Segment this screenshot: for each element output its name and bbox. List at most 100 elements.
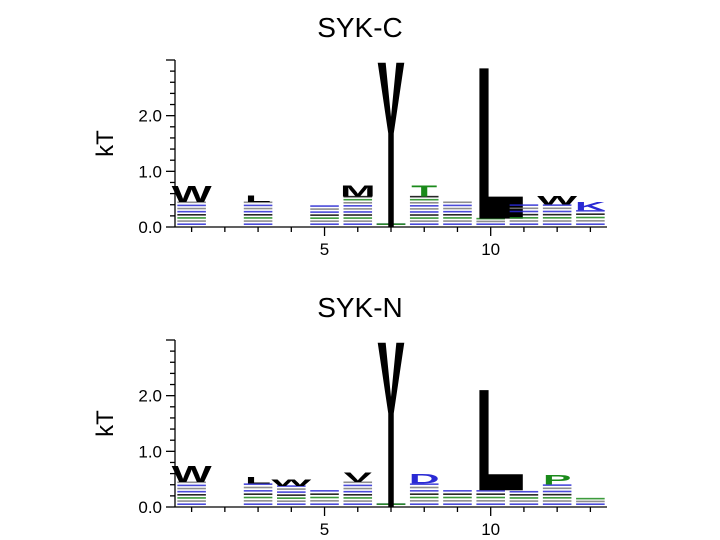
y-tick-label: 0.0 (138, 218, 162, 237)
residue-stroke (542, 217, 572, 219)
residue-stroke (277, 491, 306, 493)
residue-stroke (343, 217, 373, 219)
residue-stroke (542, 497, 572, 499)
logo-column: L (243, 475, 273, 505)
logo-column: D (409, 471, 440, 505)
residue-stroke (409, 493, 439, 495)
residue-stroke (343, 484, 373, 487)
residue-letter-y (377, 342, 405, 507)
residue-stroke (409, 220, 439, 222)
residue-stroke (343, 223, 373, 225)
residue-stroke (443, 201, 472, 204)
logo-column: M (340, 182, 375, 225)
residue-stroke (343, 490, 373, 493)
y-axis-label: kT (92, 410, 119, 437)
residue-stroke (409, 483, 439, 485)
residue-stroke (542, 220, 572, 222)
residue-stroke (310, 223, 339, 225)
residue-stroke (343, 208, 373, 210)
x-tick-label: 5 (320, 520, 329, 539)
residue-stroke (177, 500, 206, 502)
logo-column (509, 204, 539, 225)
logo-column: W (537, 194, 578, 225)
residue-stroke (409, 503, 439, 505)
residue-stroke (476, 503, 505, 505)
residue-stroke (277, 488, 306, 490)
residue-stroke (243, 493, 273, 495)
residue-stroke (343, 201, 373, 204)
residue-stroke (343, 211, 373, 213)
residue-stroke (343, 220, 373, 222)
logo-column (310, 205, 339, 225)
residue-stroke (476, 496, 505, 499)
residue-stroke (509, 490, 539, 493)
residue-stroke (443, 214, 472, 216)
residue-stroke (177, 210, 206, 213)
logo-column (476, 390, 523, 505)
logo-column (509, 490, 539, 505)
residue-stroke (443, 503, 472, 505)
residue-stroke (177, 497, 206, 499)
x-tick-label: 10 (481, 520, 500, 539)
residue-stroke (409, 486, 439, 489)
logo-column (376, 62, 406, 228)
residue-stroke (476, 223, 505, 225)
logo-column (443, 490, 472, 505)
residue-stroke (243, 204, 273, 207)
residue-letter-y (377, 62, 405, 228)
y-tick-label: 1.0 (138, 442, 162, 461)
residue-stroke (243, 496, 273, 499)
residue-letter: K (575, 200, 606, 213)
residue-stroke (277, 494, 306, 496)
logo-column: L (243, 193, 273, 225)
residue-stroke (243, 486, 273, 489)
residue-letter-l (479, 390, 523, 491)
residue-stroke (509, 500, 539, 502)
residue-stroke (509, 494, 539, 496)
residue-stroke (243, 223, 273, 225)
residue-stroke (509, 503, 539, 505)
residue-stroke (177, 481, 206, 484)
residue-letter: L (245, 475, 271, 486)
residue-stroke (576, 220, 605, 222)
residue-stroke (443, 207, 472, 210)
residue-stroke (509, 204, 539, 206)
residue-stroke (509, 207, 539, 210)
y-tick-label: 2.0 (138, 107, 162, 126)
residue-stroke (409, 500, 439, 502)
residue-stroke (443, 496, 472, 499)
residue-letter: P (543, 472, 571, 488)
residue-stroke (243, 210, 273, 213)
residue-stroke (310, 493, 339, 495)
residue-stroke (277, 497, 306, 499)
residue-stroke (177, 214, 206, 216)
logo-column (576, 497, 605, 505)
logo-column (443, 201, 472, 225)
residue-stroke (343, 503, 373, 505)
residue-stroke (476, 500, 505, 502)
residue-stroke (509, 223, 539, 225)
residue-stroke (476, 490, 505, 492)
residue-stroke (509, 217, 539, 219)
residue-stroke (343, 494, 373, 496)
residue-stroke (243, 217, 273, 219)
residue-stroke (243, 500, 273, 502)
residue-stroke (310, 211, 339, 213)
residue-stroke (576, 497, 605, 500)
logo-column: W (271, 477, 311, 505)
residue-stroke (576, 500, 605, 503)
residue-stroke (343, 487, 373, 490)
logo-column: K (575, 200, 606, 225)
residue-stroke (576, 223, 605, 225)
residue-stroke (177, 484, 206, 487)
residue-stroke (576, 210, 605, 212)
residue-stroke (277, 500, 306, 502)
residue-stroke (576, 503, 605, 505)
residue-stroke (542, 210, 572, 213)
residue-stroke (310, 220, 339, 222)
y-tick-label: 0.0 (138, 498, 162, 517)
logo-column (310, 490, 339, 505)
logo-column: P (542, 472, 572, 505)
residue-stroke (310, 205, 339, 207)
